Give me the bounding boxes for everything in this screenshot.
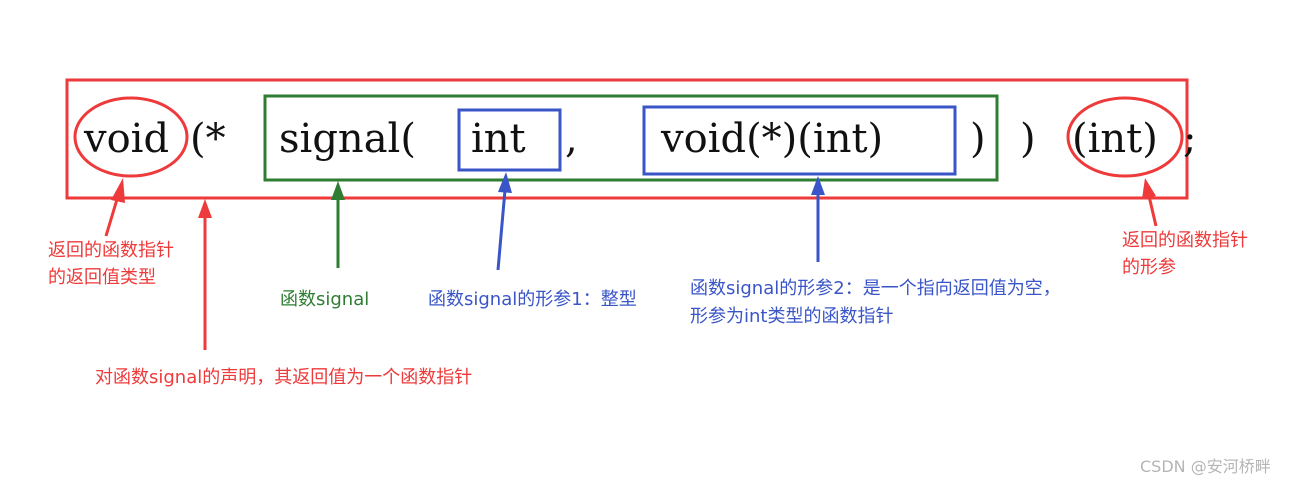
note-declaration: 对函数signal的声明，其返回值为一个函数指针 bbox=[95, 367, 472, 388]
arrow-return-type-line bbox=[104, 195, 120, 237]
param2-box bbox=[642, 105, 957, 176]
code-signal: signal( bbox=[279, 116, 416, 162]
arrow-param1-line bbox=[496, 189, 507, 271]
code-int-ptr-param: (int) bbox=[1072, 116, 1158, 162]
note-ptr-param-line1: 返回的函数指针 bbox=[1122, 230, 1248, 251]
arrow-return-type-head bbox=[111, 178, 125, 203]
watermark: CSDN @安河桥畔 bbox=[1140, 457, 1271, 476]
arrow-param1-head bbox=[498, 172, 512, 193]
note-return-type-line2: 的返回值类型 bbox=[48, 267, 156, 288]
note-param2-line1: 函数signal的形参2：是一个指向返回值为空， bbox=[690, 278, 1061, 299]
code-void-func-ptr: void(*)(int) bbox=[660, 116, 883, 162]
arrow-ptr-param-head bbox=[1142, 178, 1156, 199]
note-ptr-param-line2: 的形参 bbox=[1122, 257, 1176, 278]
note-param2-line2: 形参为int类型的函数指针 bbox=[690, 306, 893, 327]
int-param-ellipse bbox=[1066, 96, 1184, 178]
code-int-param1: int bbox=[471, 116, 526, 162]
note-return-type-line1: 返回的函数指针 bbox=[48, 240, 174, 261]
arrow-param2-head bbox=[811, 176, 825, 195]
code-paren-star: (* bbox=[190, 116, 226, 162]
outer-declaration-box bbox=[65, 78, 1189, 200]
arrow-declaration-head bbox=[198, 199, 212, 218]
code-comma: , bbox=[565, 116, 578, 162]
code-close-paren-1: ) bbox=[970, 116, 986, 162]
arrow-ptr-param-line bbox=[1147, 195, 1158, 227]
arrow-signal-head bbox=[331, 181, 345, 200]
code-void-return: void bbox=[83, 116, 169, 162]
note-param1: 函数signal的形参1：整型 bbox=[428, 289, 637, 310]
param1-box bbox=[457, 108, 562, 172]
signal-function-box bbox=[263, 94, 999, 182]
code-close-paren-2: ) bbox=[1020, 116, 1036, 162]
void-return-ellipse bbox=[73, 96, 189, 178]
note-func-signal: 函数signal bbox=[280, 289, 369, 310]
code-semicolon: ; bbox=[1183, 116, 1196, 162]
